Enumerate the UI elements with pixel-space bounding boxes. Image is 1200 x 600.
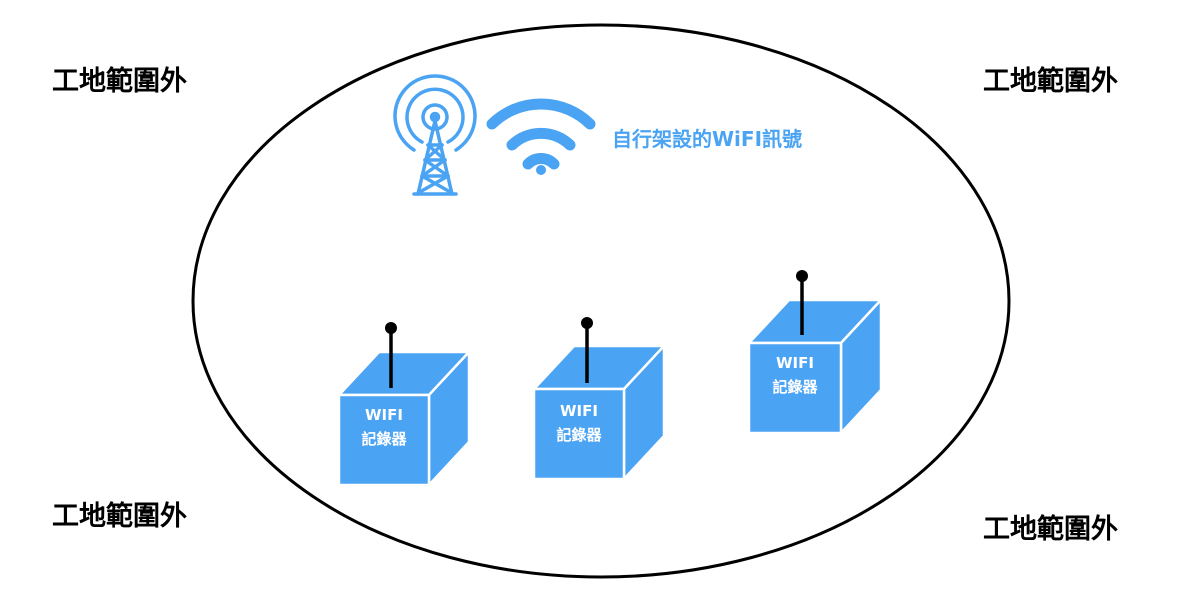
wifi-recorder-2: WIFI 記錄器 (532, 317, 666, 481)
recorder-2-line1: WIFI (560, 402, 598, 420)
antenna-tower-icon (393, 74, 477, 196)
recorder-3-line2: 記錄器 (772, 378, 818, 396)
wifi-recorder-1: WIFI 記錄器 (337, 322, 471, 487)
outside-site-label-top-right: 工地範圍外 (983, 66, 1118, 97)
recorder-1-line2: 記錄器 (361, 430, 407, 448)
wifi-signal-icon (486, 98, 596, 175)
site-boundary-ellipse (191, 23, 1011, 579)
outside-site-label-bottom-right: 工地範圍外 (983, 514, 1118, 545)
outside-site-label-top-left: 工地範圍外 (52, 66, 187, 97)
recorder-2-line2: 記錄器 (556, 426, 602, 444)
recorder-1-line1: WIFI (365, 406, 403, 424)
wifi-recorder-3: WIFI 記錄器 (747, 270, 883, 435)
wifi-signal-caption: 自行架設的WiFI訊號 (612, 127, 802, 151)
outside-site-label-bottom-left: 工地範圍外 (52, 501, 187, 532)
recorder-3-line1: WIFI (776, 354, 814, 372)
